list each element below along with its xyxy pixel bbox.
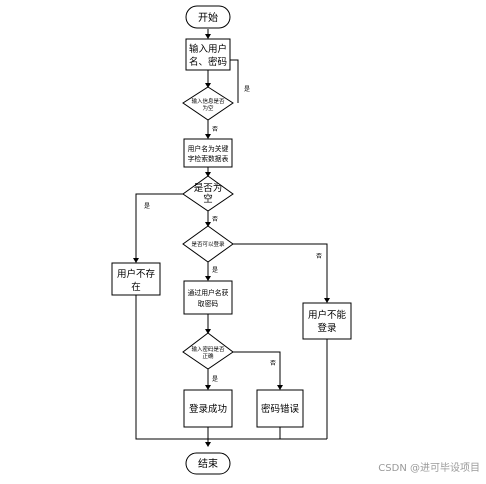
input-credentials-line2: 名、密码 xyxy=(189,56,227,68)
login-success-box: 登录成功 xyxy=(183,389,233,428)
user-missing-line1: 用户不存 xyxy=(117,268,156,280)
search-table-line2: 字检索数据表 xyxy=(188,154,229,163)
connectors xyxy=(133,29,330,447)
yes-label-input-empty: 是 xyxy=(244,86,250,93)
password-correct-line1: 输入密码是否 xyxy=(191,345,225,353)
no-label-is-empty: 否 xyxy=(212,216,218,223)
edge-usermissing-merge xyxy=(135,295,327,440)
branch-labels: 是 否 是 否 否 是 否 是 xyxy=(144,86,322,383)
arrowhead xyxy=(205,222,211,227)
search-table-line1: 用户名为关键 xyxy=(188,144,229,153)
arrowhead xyxy=(324,298,330,303)
no-label-input-empty: 否 xyxy=(212,126,218,133)
yes-label-can-login: 是 xyxy=(212,267,218,274)
get-password-line1: 通过用户名获 xyxy=(188,288,229,297)
start-label: 开始 xyxy=(198,11,218,24)
password-correct-decision: 输入密码是否 正确 xyxy=(182,332,234,370)
cannot-login-line1: 用户不能 xyxy=(308,309,347,321)
arrowhead xyxy=(205,385,211,390)
login-success-label: 登录成功 xyxy=(189,403,227,415)
arrowhead xyxy=(133,258,139,263)
input-credentials-box: 输入用户 名、密码 xyxy=(185,38,231,71)
search-table-box: 用户名为关键 字检索数据表 xyxy=(183,138,233,168)
no-label-can-login: 否 xyxy=(316,253,322,260)
password-error-label: 密码错误 xyxy=(261,403,300,415)
arrowhead xyxy=(205,83,211,88)
start-terminal: 开始 xyxy=(185,5,231,29)
cannot-login-box: 用户不能 登录 xyxy=(302,302,352,340)
arrowhead xyxy=(205,329,211,334)
password-correct-line2: 正确 xyxy=(202,352,214,360)
watermark: CSDN @进可毕设项目 xyxy=(378,463,480,474)
arrowhead xyxy=(277,385,283,390)
edge-canlogin-no xyxy=(233,243,328,302)
input-empty-line1: 输入信息是否 xyxy=(191,97,225,105)
yes-label-password: 是 xyxy=(212,376,218,383)
is-empty-decision: 是否为 空 xyxy=(182,175,234,212)
password-error-box: 密码错误 xyxy=(256,389,304,428)
yes-label-is-empty: 是 xyxy=(144,203,150,210)
end-terminal: 结束 xyxy=(185,452,231,475)
arrowhead xyxy=(205,134,211,139)
cannot-login-line2: 登录 xyxy=(317,323,337,334)
user-missing-box: 用户不存 在 xyxy=(111,262,161,296)
edge-isempty-yes xyxy=(135,193,183,262)
get-password-box: 通过用户名获 取密码 xyxy=(183,280,233,315)
get-password-line2: 取密码 xyxy=(198,299,219,308)
user-missing-line2: 在 xyxy=(131,281,141,293)
can-login-label: 是否可以登录 xyxy=(191,240,225,248)
edge-pwdcheck-no xyxy=(233,351,281,389)
arrowhead xyxy=(205,34,211,39)
end-label: 结束 xyxy=(198,457,218,470)
input-credentials-line1: 输入用户 xyxy=(189,43,227,55)
arrowhead xyxy=(205,172,211,177)
arrowhead xyxy=(205,276,211,281)
arrowhead xyxy=(205,442,211,447)
no-label-password: 否 xyxy=(270,360,276,367)
input-empty-decision: 输入信息是否 为空 xyxy=(182,86,234,121)
input-empty-line2: 为空 xyxy=(202,104,214,112)
is-empty-line1: 是否为 xyxy=(194,182,223,194)
is-empty-line2: 空 xyxy=(203,193,213,205)
can-login-decision: 是否可以登录 xyxy=(182,225,234,263)
